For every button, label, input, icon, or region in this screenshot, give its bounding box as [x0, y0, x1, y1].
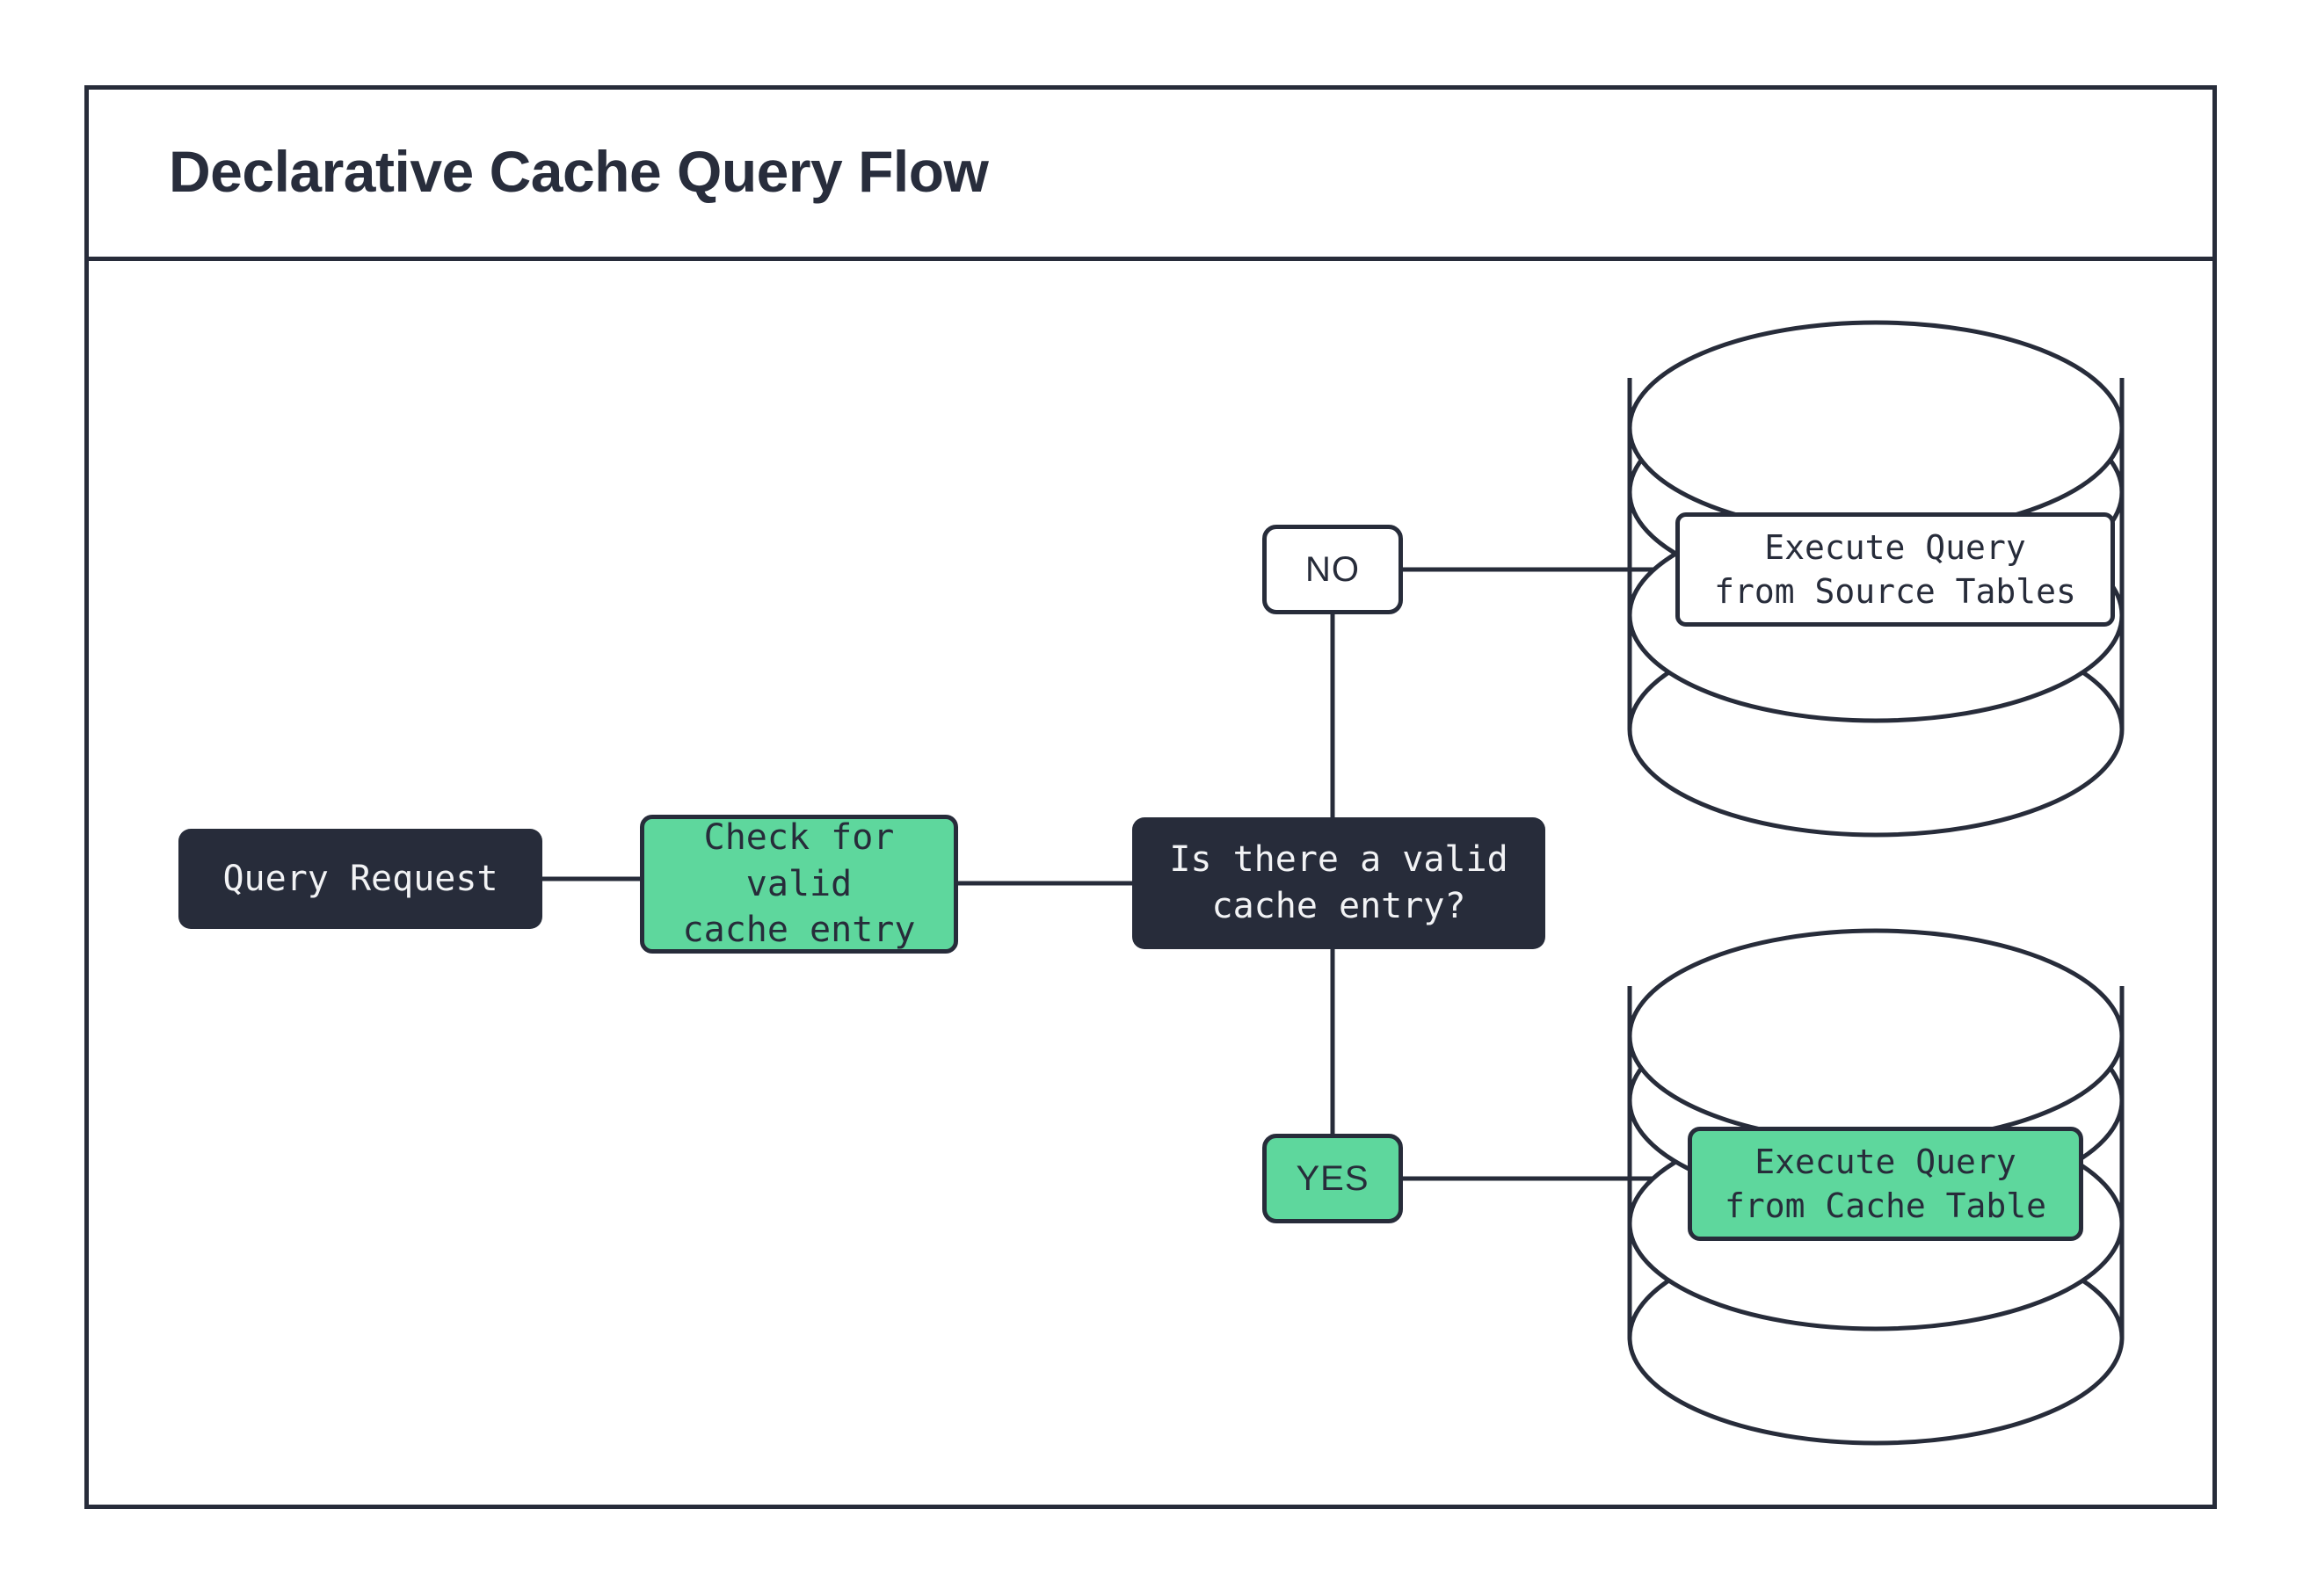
- node-query-request[interactable]: Query Request: [178, 829, 542, 929]
- node-execute-query-from-source-tables[interactable]: Execute Query from Source Tables: [1675, 512, 2115, 627]
- page-title: Declarative Cache Query Flow: [169, 138, 989, 204]
- node-decision-valid-cache-entry[interactable]: Is there a valid cache entry?: [1132, 817, 1545, 949]
- diagram-frame: [84, 85, 2217, 1509]
- title-bar: Declarative Cache Query Flow: [84, 85, 2217, 261]
- branch-label-no[interactable]: NO: [1262, 525, 1403, 614]
- branch-label-yes[interactable]: YES: [1262, 1134, 1403, 1223]
- node-execute-query-from-cache-table[interactable]: Execute Query from Cache Table: [1688, 1127, 2083, 1241]
- node-check-for-valid-cache-entry[interactable]: Check for valid cache entry: [640, 815, 958, 954]
